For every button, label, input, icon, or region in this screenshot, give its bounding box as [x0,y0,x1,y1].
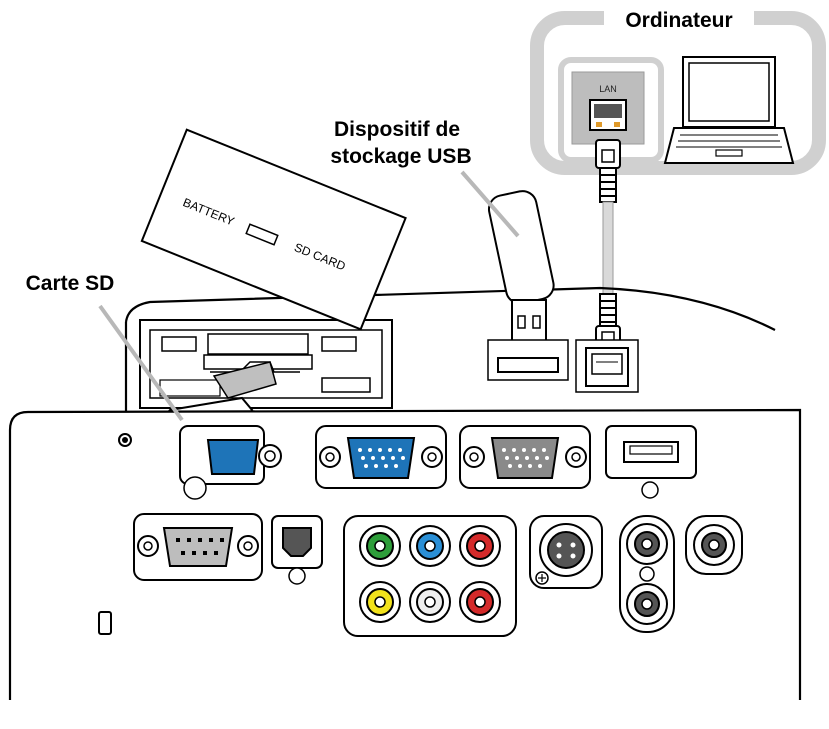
vga-port-2 [315,425,447,489]
vga-port-1 [179,425,282,500]
cover-slot-icon [245,223,279,246]
security-slot [98,611,112,635]
rca-jack-red-top [459,525,501,567]
audio-jack-pair [619,515,675,633]
rca-jack-red-bottom [459,581,501,623]
s-video-port [529,515,603,589]
serial-port [133,513,263,581]
lan-cable [595,139,621,353]
laptop-icon [663,56,795,164]
sd-card-leader-line [98,304,184,422]
projector-top-edge [124,286,776,412]
usb-port-panel [605,425,697,499]
usb-leader-line [460,170,520,238]
rca-jack-yellow [359,581,401,623]
rca-jack-green [359,525,401,567]
usb-storage-label-line2: stockage USB [330,145,471,168]
computer-label: Ordinateur [625,9,732,32]
rca-jack-block [343,515,517,637]
computer-group: Ordinateur LAN [530,8,826,175]
sd-slot-cover: BATTERY SD CARD [140,128,407,331]
lan-label: LAN [599,84,617,94]
sd-card-label: Carte SD [26,272,115,295]
rca-jack-blue [409,525,451,567]
usb-port-top [487,339,569,381]
audio-out-jack [685,515,743,575]
lan-port-top [575,339,639,393]
rca-jack-white [409,581,451,623]
computer-title-gap [604,8,754,32]
vga-port-3 [459,425,591,489]
lan-socket-icon [589,99,627,131]
usb-b-port [271,515,323,585]
usb-storage-label-line1: Dispositif de [334,118,460,141]
